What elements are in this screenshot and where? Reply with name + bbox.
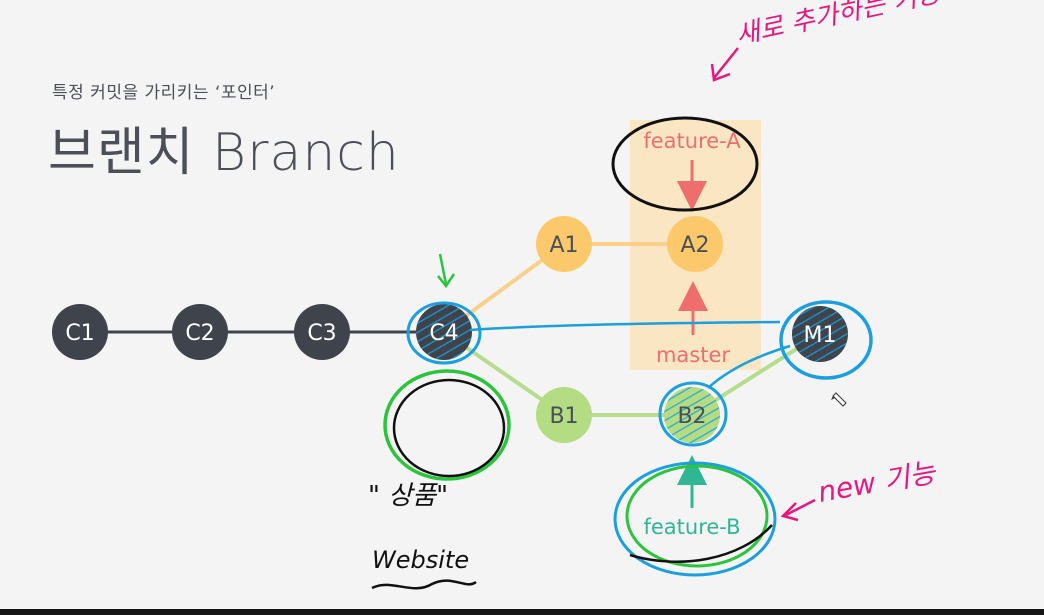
annotation-magenta-arrow-right [780, 498, 816, 522]
annotation-magenta-arrow-top [710, 47, 739, 82]
branch-feature-b-label: feature-B [643, 515, 740, 539]
commit-label: C3 [307, 321, 336, 346]
commit-label: C2 [185, 321, 214, 346]
annotation-c4-blue-circle [406, 301, 482, 365]
annotation-feature-a-black-circle [611, 116, 759, 212]
commit-c2: C2 [172, 304, 228, 360]
commit-b2: B2 [664, 387, 720, 443]
annotation-m1-blue-circle [779, 300, 873, 380]
commit-c3: C3 [294, 304, 350, 360]
commit-a2: A2 [667, 216, 723, 272]
slide-title: 브랜치 Branch [48, 123, 400, 183]
commit-a1: A1 [536, 216, 592, 272]
annotation-quote-note: " 상품" [368, 481, 448, 511]
annotation-blue-line [469, 320, 781, 332]
annotation-feature-b-black-stroke [629, 524, 773, 563]
bottom-bar [0, 609, 1044, 615]
annotation-green-down-arrow [437, 253, 456, 289]
annotation-feature-b-blue-circle [613, 461, 777, 577]
commit-c1: C1 [52, 304, 108, 360]
annotation-c4-green-circle [383, 369, 511, 481]
annotation-b2-blue-circle [658, 381, 728, 447]
annotation-c4-black-circle [392, 378, 506, 478]
commit-m1: M1 [792, 306, 848, 362]
commit-label: A2 [680, 233, 709, 258]
annotation-right-note: new 기능 [815, 455, 939, 508]
annotation-website-note: Website [372, 546, 469, 574]
pen-cursor-icon [831, 392, 847, 407]
branch-master-label: master [656, 343, 730, 367]
commit-label: B1 [549, 404, 578, 429]
commit-label: M1 [804, 323, 837, 348]
commit-label: C1 [65, 321, 94, 346]
commit-label: A1 [549, 233, 578, 258]
branch-feature-a-label: feature-A [643, 129, 741, 153]
commit-label: C4 [429, 321, 458, 346]
commit-c4: C4 [416, 304, 472, 360]
commit-label: B2 [677, 404, 706, 429]
annotation-top-right-note: 새로 추가하는 기능 [733, 0, 945, 51]
slide-subtitle: 특정 커밋을 가리키는 ‘포인터’ [52, 83, 276, 103]
annotation-feature-b-green-circle [625, 464, 769, 568]
commit-b1: B1 [536, 387, 592, 443]
annotation-website-underline [371, 579, 477, 590]
